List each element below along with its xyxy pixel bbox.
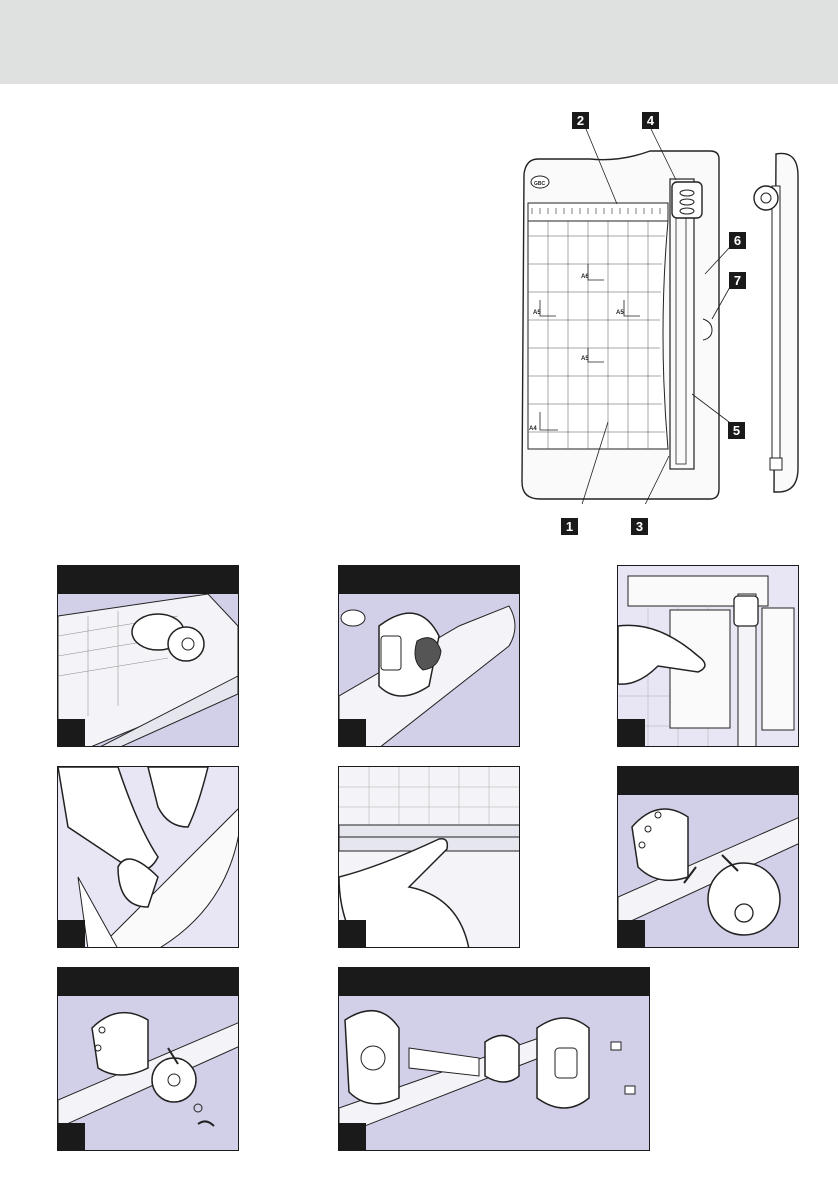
step-number-box [339,1123,366,1150]
blade-screw-illustration [58,968,239,1151]
step-panel-4 [57,766,239,948]
step-number-box [618,920,645,947]
blade-removal-illustration [618,767,799,948]
step-panel-1 [57,565,239,747]
callout-number: 5 [728,422,745,439]
step-panel-2 [338,565,520,747]
callout-number: 1 [561,518,578,535]
step-panel-3 [617,565,799,747]
step-panel-8 [338,967,650,1151]
hands-holding-paper-illustration [58,767,239,948]
brand-logo-text: GBC [534,181,546,187]
finger-on-rail-illustration [339,767,520,948]
paper-size-label: A4 [529,426,537,432]
callout-number: 6 [729,232,746,249]
trimmer-top-view-diagram: A6 A5 A5 A5 A4 GBC [500,104,730,504]
paper-size-label: A5 [533,310,541,316]
header-band [0,0,838,84]
step-number-box [618,719,645,746]
callout-number: 2 [572,112,589,129]
step-number-box [339,719,366,746]
step-panel-7 [57,967,239,1151]
callout-number: 3 [631,518,648,535]
step-panel-6 [617,766,799,948]
cutting-head-closeup-illustration [339,566,520,747]
callout-number: 4 [642,112,659,129]
trimmer-head-illustration [58,566,239,747]
step-number-box [58,719,85,746]
cutting-head-assembly-illustration [339,968,650,1151]
callout-number: 7 [729,272,746,289]
step-panel-5 [338,766,520,948]
paper-size-label: A6 [581,274,589,280]
paper-placement-illustration [618,566,799,747]
step-number-box [58,920,85,947]
trimmer-side-view-diagram [746,146,806,498]
step-number-box [339,920,366,947]
paper-size-label: A5 [616,310,624,316]
step-number-box [58,1123,85,1150]
paper-size-label: A5 [581,356,589,362]
